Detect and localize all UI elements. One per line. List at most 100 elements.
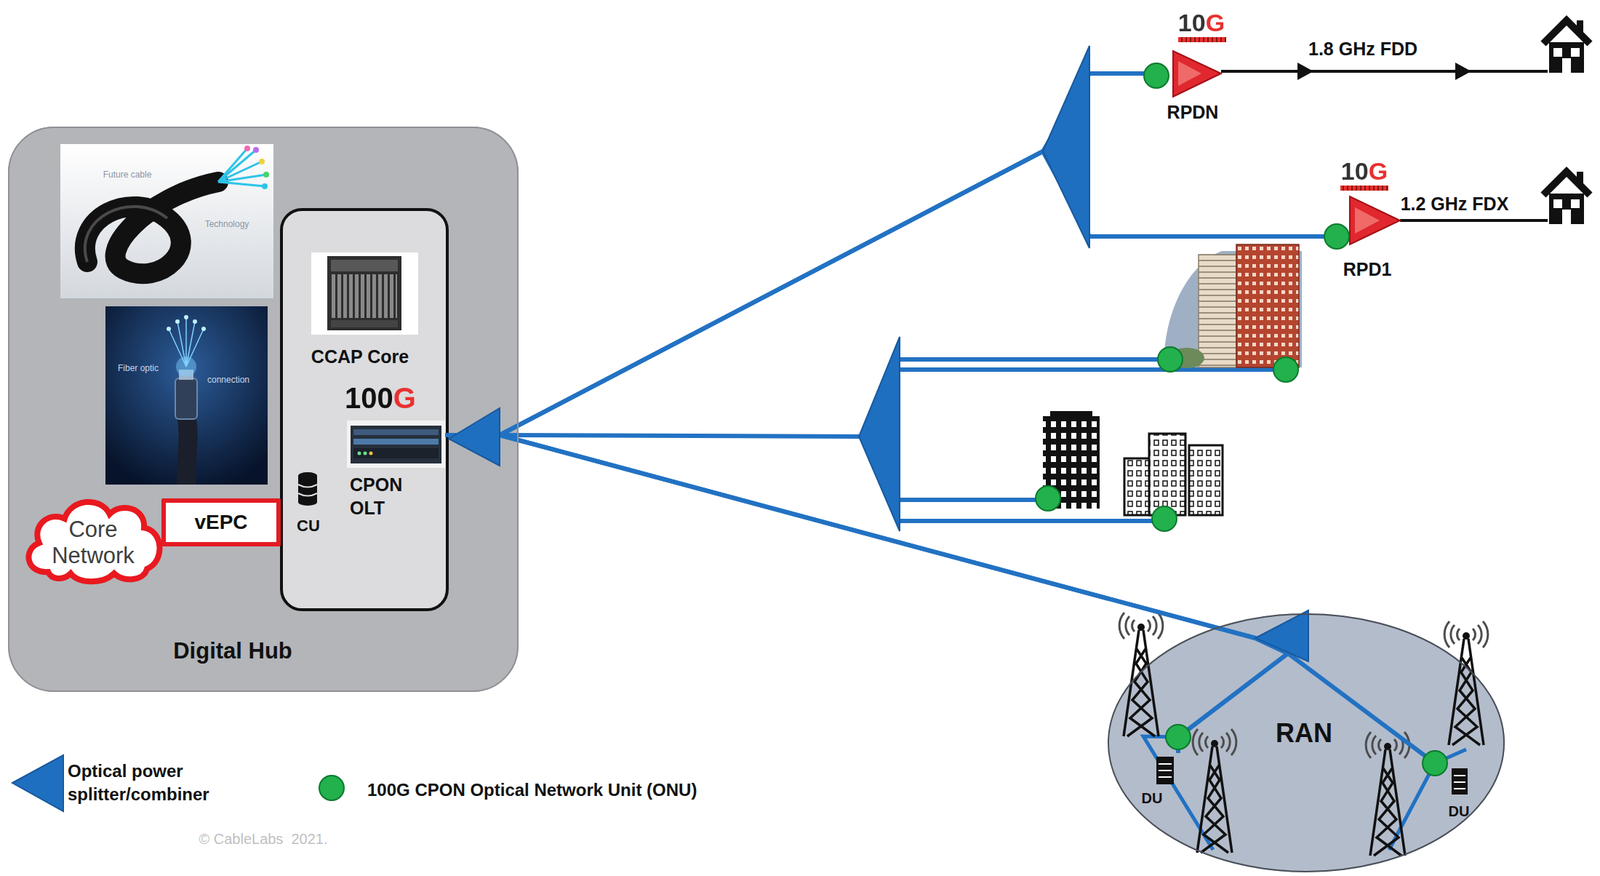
towers-part <box>1192 728 1237 853</box>
rpd-node: RPD1 <box>1345 194 1408 283</box>
database-icon-part <box>298 472 318 480</box>
image-caption: Technology <box>205 218 250 230</box>
ellipse-shape <box>1108 613 1504 872</box>
hub-fill <box>8 126 519 692</box>
node-label-slot: CU <box>296 516 320 536</box>
fiber-picture <box>105 306 268 485</box>
image-caption: connection <box>207 374 250 385</box>
amplifier-symbol-part <box>1349 196 1400 245</box>
coax-lines-part <box>1297 62 1314 80</box>
server-icons <box>1156 756 1468 795</box>
office-buildings-part <box>1149 433 1186 515</box>
ccap-chassis <box>311 252 419 335</box>
splitter-symbol-part <box>12 754 64 811</box>
node-label-slot: DU <box>1141 789 1163 807</box>
fiber-picture-part <box>105 306 268 485</box>
ccap-core: CCAP Core <box>301 245 433 371</box>
image-caption-slot: connection <box>207 374 250 385</box>
olt-device-part <box>353 448 439 459</box>
fiber-picture-part <box>201 326 206 331</box>
onu-dot-part <box>1157 346 1183 372</box>
olt-device-part <box>363 451 368 456</box>
node-label: RAN <box>1275 717 1333 749</box>
legend-text: 100G CPON Optical Network Unit (ONU) <box>367 778 697 800</box>
fiber-picture-part <box>186 416 189 485</box>
onu-dot <box>1035 63 1448 776</box>
legend-swatch-box <box>317 773 347 803</box>
node-label-slot: CCAP Core <box>311 345 409 368</box>
fiber-picture-part <box>175 319 180 324</box>
band-label: 1.2 GHz FDX <box>1400 192 1510 215</box>
du-node: DU <box>1134 752 1180 811</box>
olt-device <box>346 420 446 468</box>
fiber-picture-part <box>175 378 198 419</box>
olt-device-part <box>353 429 439 435</box>
apartment-buildings-part <box>1198 254 1237 368</box>
ran-region: RAN DU DU <box>1107 613 1505 872</box>
olt-device-part <box>353 438 439 445</box>
fiber-layout-part <box>899 359 1286 521</box>
onu-dot-part <box>1273 357 1299 382</box>
cable-picture-part <box>85 206 168 262</box>
houses-part <box>1543 20 1590 73</box>
logo-text-slot: 10G <box>1341 156 1388 187</box>
database-icon-part <box>298 475 318 502</box>
onu-dot-part <box>1152 506 1177 531</box>
ccap-chassis-part <box>327 256 402 331</box>
onu-dot-part <box>1035 485 1061 511</box>
band-label-slot: 1.8 GHz FDD <box>1308 37 1418 60</box>
node-label: CCAP Core <box>311 345 409 368</box>
node-label-slot: RPD1 <box>1343 258 1392 280</box>
fiber-picture-part <box>166 326 171 331</box>
node-label: DU <box>1448 802 1470 820</box>
equipment-frame-part <box>281 209 448 610</box>
cable-picture-part <box>258 158 265 165</box>
onu-dot-part <box>1324 224 1350 249</box>
node-label: 100G <box>344 380 416 416</box>
coax-lines <box>1221 62 1548 221</box>
logo-text: 10G <box>1178 8 1225 38</box>
ccap-chassis-part <box>331 274 398 318</box>
core-cloud: Core Network <box>18 488 168 587</box>
node-label: RPD1 <box>1343 258 1392 280</box>
node-label: RPDN <box>1167 101 1219 123</box>
node-label-slot: DU <box>1448 802 1470 820</box>
node-label: CU <box>296 516 320 536</box>
cable-picture-part <box>244 145 251 152</box>
node-label-slot: Digital Hub <box>173 637 293 664</box>
fiber-picture-part <box>184 314 189 320</box>
server-icons-part <box>1451 768 1468 795</box>
ran-ring <box>1143 736 1467 850</box>
olt-equipment: 100G CPON OLT <box>334 378 446 524</box>
node-label-slot: 100G <box>344 380 416 416</box>
ccap-chassis-part <box>311 252 419 335</box>
apartment-buildings <box>1163 244 1302 368</box>
band-label-slot: 1.2 GHz FDX <box>1400 192 1510 215</box>
du-node: DU <box>1440 763 1477 824</box>
server-icons-part <box>1156 756 1174 784</box>
logo-bars-part <box>1340 185 1389 191</box>
towers-part <box>1365 731 1410 856</box>
legend-text-slot: 100G CPON Optical Network Unit (ONU) <box>367 778 697 800</box>
fiber-picture-part <box>192 319 198 324</box>
splitter-symbol <box>12 45 1309 811</box>
node-label-slot: RPDN <box>1167 101 1219 123</box>
legend-text: Optical power splitter/combiner <box>67 759 224 806</box>
coax-lines-part <box>1455 62 1472 80</box>
coax-lines-part <box>1221 71 1548 221</box>
cloud-shape <box>28 501 160 582</box>
node-label-slot: Core Network <box>34 516 152 569</box>
copyright-slot: © CableLabs 2021. <box>198 829 328 848</box>
hub-fill-part <box>8 126 519 692</box>
amplifier-symbol <box>1173 50 1400 245</box>
cable-picture-part <box>60 144 274 299</box>
ccap-chassis-part <box>330 259 398 272</box>
office-buildings-part <box>1189 445 1223 515</box>
fiber-link <box>445 434 1440 764</box>
node-label-slot: CPON OLT <box>349 472 423 520</box>
splitter-symbol-part <box>858 336 900 531</box>
cable-picture-part <box>85 181 219 274</box>
node-label-slot: vEPC <box>194 509 248 535</box>
